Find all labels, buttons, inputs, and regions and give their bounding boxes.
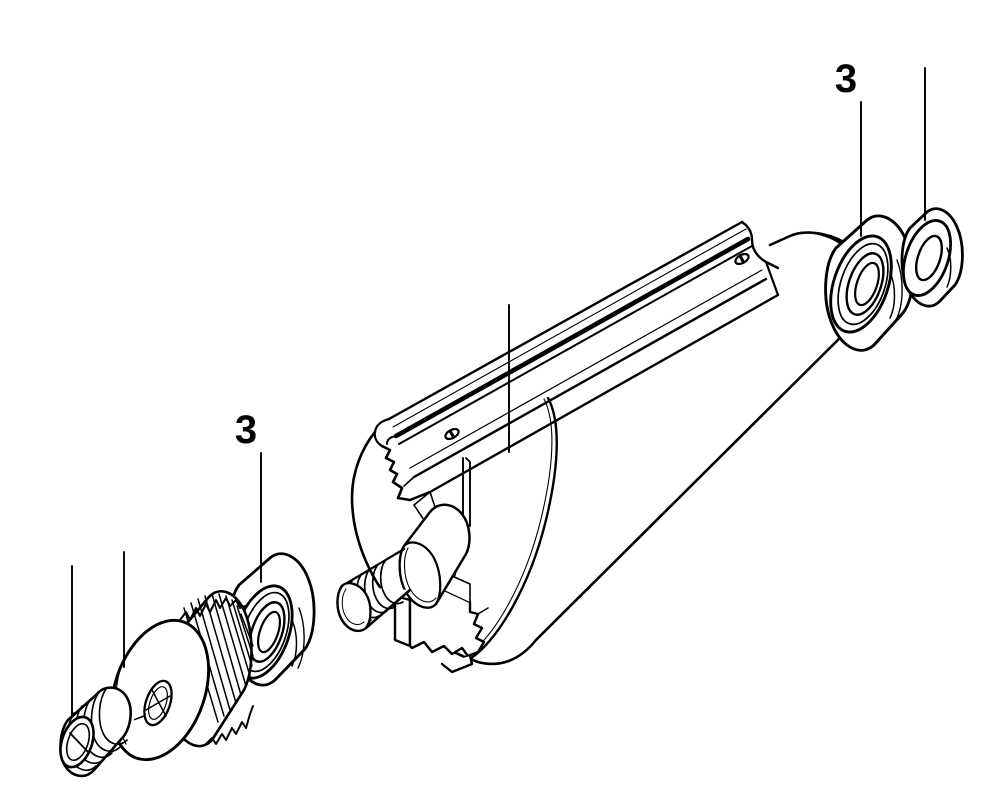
leader-lines — [71, 67, 926, 718]
right-ball-bearing — [824, 214, 915, 352]
rail-screw-left — [444, 427, 460, 441]
reel-drum-rail — [373, 220, 780, 521]
stub-shaft — [336, 503, 471, 632]
callout-left-bearing: 3 — [235, 408, 262, 583]
hex-socket-set-screw — [59, 686, 132, 778]
toothed-pulley — [109, 589, 254, 762]
callout-left-bearing-label: 3 — [235, 408, 257, 452]
callout-right-bearing: 3 — [835, 57, 862, 237]
callout-right-bearing-label: 3 — [835, 57, 857, 101]
spacer-washer — [900, 207, 964, 308]
rail-screw-right — [734, 252, 750, 266]
